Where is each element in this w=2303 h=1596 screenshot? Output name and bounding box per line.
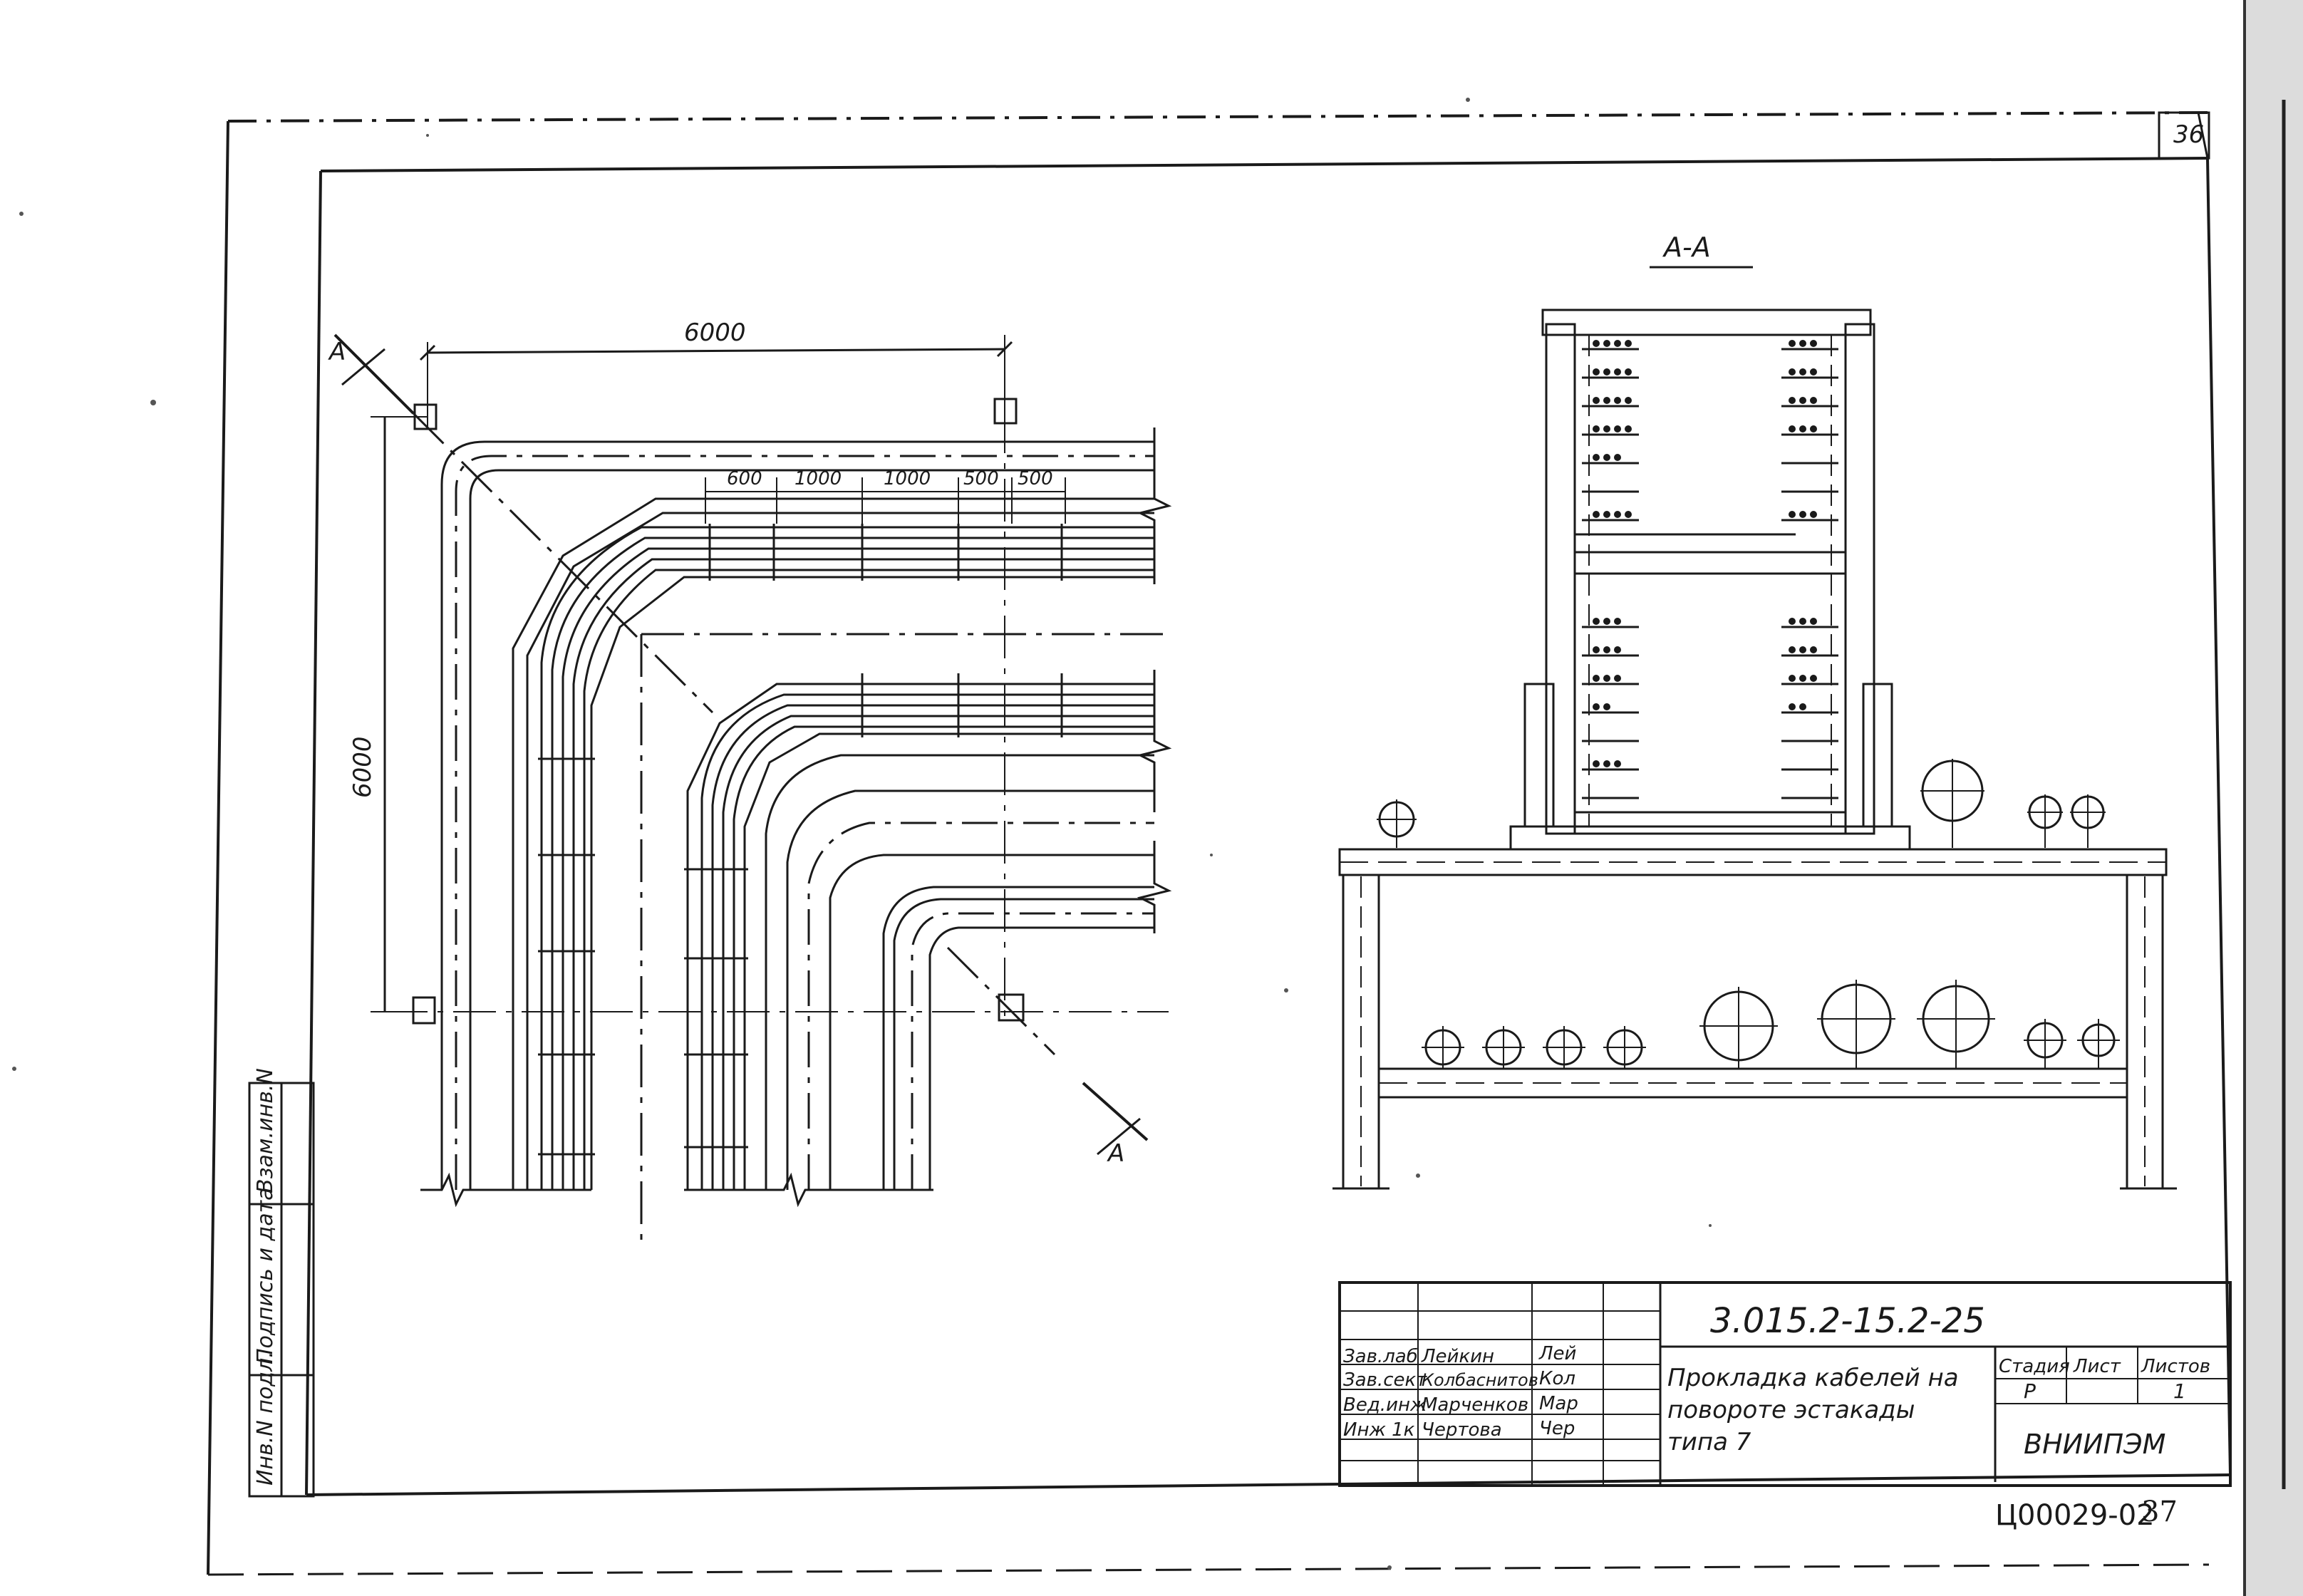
title-block: Зав.лаб Лейкин Лей Зав.сект Колбаснитов …	[1338, 1281, 2232, 1487]
cable-bundle-inner-supports	[684, 673, 1063, 1149]
staff-name-3: Марченков	[1422, 1394, 1528, 1416]
cable-rack	[1509, 309, 1911, 851]
staff-name-4: Чертова	[1422, 1419, 1502, 1441]
right-binding-edge	[2243, 0, 2303, 1596]
stage-value: Р	[2024, 1379, 2036, 1403]
trestle-frame	[1332, 848, 2177, 1190]
plan-dimension-top: 6000	[419, 318, 1013, 428]
section-mark-top: А	[328, 338, 346, 366]
side-stamp-replace-inv: Взам.инв.N	[253, 1068, 278, 1193]
plan-dimension-left: 6000	[348, 416, 428, 1012]
cable-trays-upper-left	[1582, 340, 1639, 522]
sheets-value: 1	[2173, 1379, 2186, 1403]
staff-signature-2: Кол	[1539, 1368, 1575, 1389]
spacing-dim-5: 500	[1018, 468, 1053, 489]
spacing-dim-3: 1000	[884, 468, 931, 489]
side-stamp-inv-no: Инв.N подл.	[253, 1351, 278, 1486]
cable-trays-lower-left	[1582, 618, 1639, 799]
title-line-2: повороте эстакады	[1667, 1396, 1915, 1424]
stage-header: Стадия	[1999, 1356, 2070, 1377]
staff-signature-4: Чер	[1539, 1418, 1575, 1439]
staff-signature-1: Лей	[1538, 1343, 1576, 1364]
sheet-number-box: 36	[2158, 111, 2210, 160]
cable-bundle-small	[765, 754, 1154, 1190]
title-line-3: типа 7	[1667, 1428, 1751, 1456]
section-line-a-a: А А	[328, 333, 1149, 1168]
side-stamp-signature-date: Подпись и дата	[253, 1188, 278, 1365]
side-stamp: Инв.N подл. Подпись и дата Взам.инв.N	[248, 1068, 315, 1498]
spacing-dim-4: 500	[963, 468, 999, 489]
column-marker	[412, 996, 436, 1025]
column-marker	[413, 403, 438, 430]
spacing-dim-2: 1000	[795, 468, 842, 489]
organization: ВНИИПЭМ	[2024, 1429, 2165, 1460]
staff-role-4: Инж 1к	[1343, 1419, 1415, 1441]
outer-frame	[207, 111, 2210, 1576]
sheet-number-top: 36	[2173, 120, 2204, 149]
pipes-lower-deck	[1422, 980, 2120, 1069]
staff-name-1: Лейкин	[1421, 1346, 1494, 1367]
section-view: А-А	[1332, 232, 2177, 1190]
cable-trays-upper-right	[1781, 340, 1838, 522]
plan-dim-top-label: 6000	[684, 318, 746, 347]
title-line-1: Прокладка кабелей на	[1667, 1364, 1959, 1392]
spacing-dim-1: 600	[727, 468, 762, 489]
document-code: 3.015.2-15.2-25	[1710, 1301, 1985, 1341]
cable-trays-lower-right	[1781, 618, 1838, 799]
section-mark-bottom: А	[1107, 1139, 1124, 1168]
spacing-dimensions: 600 1000 1000 500 500	[705, 468, 1066, 524]
cable-supports-vertical	[538, 757, 595, 1156]
sheet-header: Лист	[2073, 1356, 2121, 1377]
archive-code: Ц00029-02	[1995, 1499, 2155, 1532]
staff-name-2: Колбаснитов	[1422, 1370, 1538, 1390]
plan-dim-left-label: 6000	[348, 736, 377, 798]
staff-role-3: Вед.инж	[1343, 1394, 1427, 1416]
staff-signature-3: Мар	[1539, 1393, 1578, 1414]
column-marker	[998, 993, 1025, 1022]
break-marks	[420, 428, 1172, 1208]
cable-supports-horizontal	[708, 524, 1063, 581]
plan-view: 6000 6000	[328, 318, 1172, 1240]
cable-bundle-inner	[686, 683, 1154, 1190]
staff-role-1: Зав.лаб	[1343, 1346, 1418, 1367]
scan-noise	[12, 98, 1712, 1570]
cable-bundle-outer	[512, 497, 1154, 1190]
sheet-number-bottom: 37	[2141, 1496, 2178, 1528]
section-label: А-А	[1662, 232, 1711, 263]
inner-frame	[305, 112, 2232, 1496]
pipes-top-deck	[1377, 759, 2106, 848]
sheets-header: Листов	[2141, 1356, 2210, 1377]
staff-role-2: Зав.сект	[1343, 1369, 1427, 1391]
